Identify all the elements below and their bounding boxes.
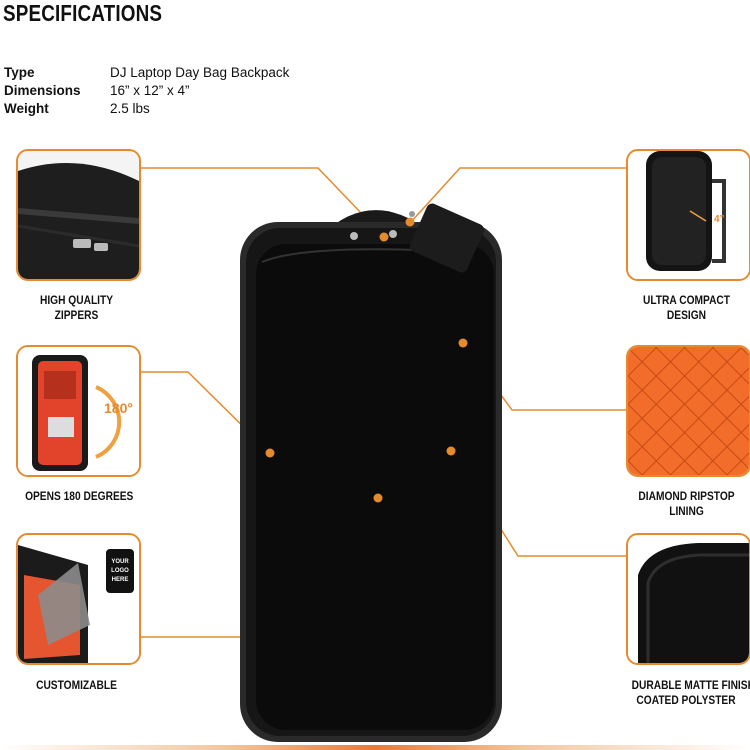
feature-label-compact: ULTRA COMPACT DESIGN [635, 293, 738, 323]
feature-label-lining: DIAMOND RIPSTOP LINING [635, 489, 738, 519]
customizable-photo-frame: YOUR LOGO HERE [16, 533, 141, 665]
lining-photo-frame [626, 345, 750, 477]
feature-label-finish: DURABLE MATTE FINISH COATED POLYSTER [631, 678, 750, 708]
spec-value: DJ Laptop Day Bag Backpack [110, 65, 290, 80]
spec-row-weight: Weight 2.5 lbs [4, 100, 289, 118]
custom-logo-image: YOUR LOGO HERE [18, 535, 139, 663]
spec-row-type: Type DJ Laptop Day Bag Backpack [4, 64, 289, 82]
opened-bag-image: 180° [18, 347, 139, 475]
spec-table: Type DJ Laptop Day Bag Backpack Dimensio… [4, 64, 289, 118]
spec-key: Type [4, 65, 35, 80]
depth-text: 4” [714, 214, 725, 225]
feature-label-opens: OPENS 180 DEGREES [25, 489, 134, 504]
label-line: ZIPPERS [54, 308, 99, 322]
compact-photo-frame: 4” [626, 149, 750, 281]
spec-value: 16” x 12” x 4” [110, 83, 190, 98]
label-line: CUSTOMIZABLE [36, 678, 117, 692]
opens-photo-frame: 180° [16, 345, 141, 477]
label-line: HIGH QUALITY [39, 293, 114, 307]
spec-key: Weight [4, 101, 49, 116]
logo-text-2: LOGO [111, 568, 129, 574]
feature-label-customizable: CUSTOMIZABLE [25, 678, 128, 693]
finish-photo-frame [626, 533, 750, 665]
spec-row-dimensions: Dimensions 16” x 12” x 4” [4, 82, 289, 100]
side-profile-image: 4” [628, 151, 749, 279]
degrees-text: 180° [104, 400, 133, 416]
connector-compact [409, 167, 626, 224]
callout-dots [265, 217, 468, 503]
page-title: SPECIFICATIONS [3, 0, 163, 26]
spec-key: Dimensions [4, 83, 81, 98]
spec-value: 2.5 lbs [110, 101, 150, 116]
zipper-closeup-image [18, 151, 139, 279]
label-line: LINING [669, 504, 704, 518]
label-line: ULTRA COMPACT [642, 293, 731, 307]
feature-label-zippers: HIGH QUALITY ZIPPERS [25, 293, 128, 323]
label-line: DESIGN [666, 308, 707, 322]
bottom-accent-bar [0, 745, 750, 750]
logo-text-1: YOUR [111, 559, 129, 565]
label-line: DURABLE MATTE FINISH [631, 678, 750, 692]
ripstop-lining-image [628, 347, 749, 475]
backpack-image [240, 203, 502, 742]
zippers-photo-frame [16, 149, 141, 281]
logo-text-3: HERE [112, 577, 129, 583]
label-line: COATED POLYSTER [636, 693, 736, 707]
matte-finish-image [628, 535, 749, 663]
label-line: DIAMOND RIPSTOP [638, 489, 735, 503]
label-line: OPENS 180 DEGREES [25, 489, 134, 503]
